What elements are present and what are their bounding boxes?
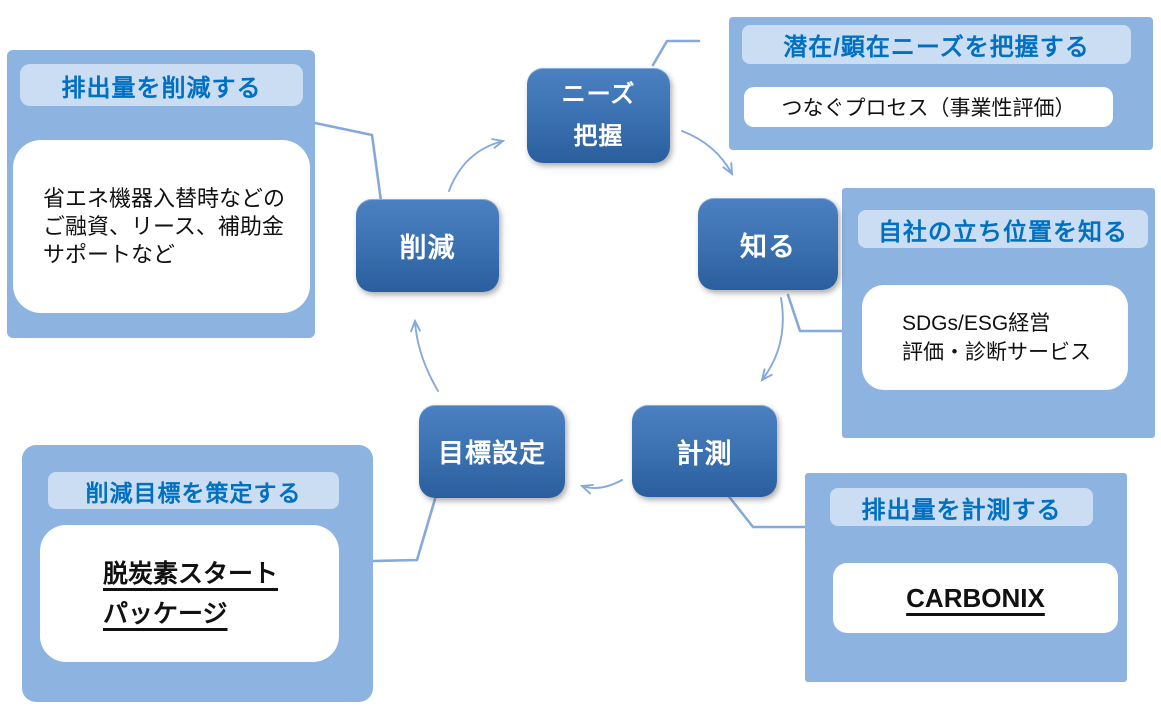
node-goal: 目標設定 — [419, 405, 565, 498]
panel-goal-title: 削減目標を策定する — [48, 472, 339, 509]
panel-goal-body: 脱炭素スタート パッケージ — [40, 525, 339, 662]
arrow-needs-to-know — [681, 130, 734, 177]
panel-reduce: 排出量を削減する 省エネ機器入替時などの ご融資、リース、補助金 サポートなど — [7, 50, 315, 338]
arrow-reduce-to-needs — [448, 138, 506, 192]
node-measure: 計測 — [632, 405, 777, 497]
panel-know-title: 自社の立ち位置を知る — [858, 210, 1148, 248]
start-package-label: 脱炭素スタート パッケージ — [103, 559, 279, 628]
node-reduce: 削減 — [356, 199, 499, 292]
arrow-goal-to-reduce — [410, 318, 439, 392]
panel-measure-body: CARBONIX — [833, 563, 1118, 633]
node-needs: ニーズ 把握 — [527, 68, 670, 163]
panel-reduce-title: 排出量を削減する — [20, 64, 303, 106]
connector-measure-panel — [725, 492, 808, 529]
panel-needs: 潜在/顕在ニーズを把握する つなぐプロセス（事業性評価） — [729, 17, 1153, 150]
connector-needs-panel — [651, 39, 701, 67]
arrow-measure-to-goal — [579, 479, 623, 495]
connector-know-panel — [786, 293, 845, 333]
carbonix-label: CARBONIX — [906, 582, 1045, 613]
node-know: 知る — [698, 198, 838, 290]
panel-measure: 排出量を計測する CARBONIX — [805, 473, 1127, 682]
panel-know: 自社の立ち位置を知る SDGs/ESG経営 評価・診断サービス — [842, 188, 1155, 438]
arrow-know-to-measure — [760, 297, 784, 382]
panel-measure-title: 排出量を計測する — [830, 488, 1093, 526]
panel-know-body: SDGs/ESG経営 評価・診断サービス — [862, 285, 1128, 390]
panel-goal: 削減目標を策定する 脱炭素スタート パッケージ — [22, 445, 373, 702]
panel-needs-title: 潜在/顕在ニーズを把握する — [742, 25, 1131, 64]
connector-goal-panel — [372, 497, 437, 563]
panel-needs-body: つなぐプロセス（事業性評価） — [744, 87, 1113, 127]
connector-reduce-panel — [313, 121, 383, 203]
panel-reduce-body: 省エネ機器入替時などの ご融資、リース、補助金 サポートなど — [13, 140, 310, 313]
